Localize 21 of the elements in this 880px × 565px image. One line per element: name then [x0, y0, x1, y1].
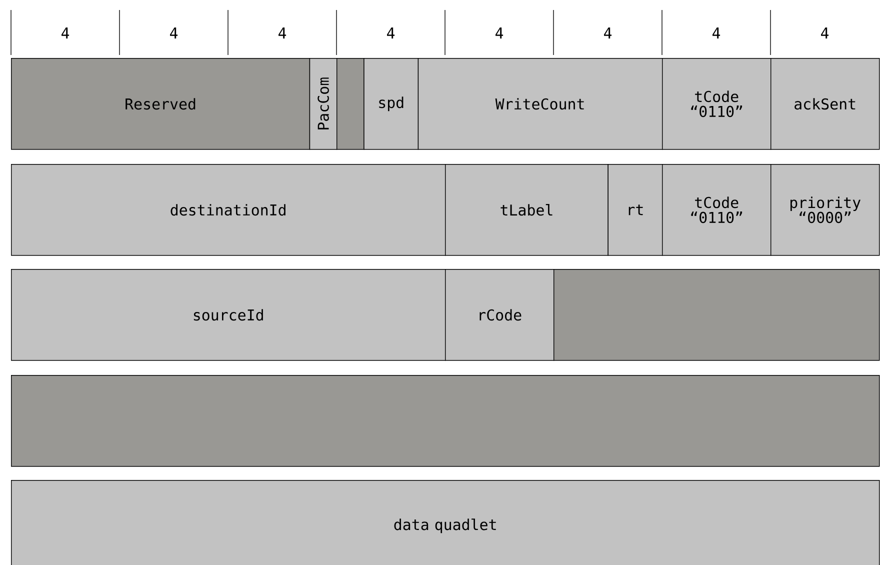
- field-box: PacCom: [309, 58, 338, 150]
- bit-count: 4: [62, 28, 70, 38]
- bit-count: 4: [604, 28, 612, 38]
- bit-count: 4: [712, 28, 720, 38]
- field-box: rt: [608, 164, 663, 256]
- bit-count: 4: [496, 28, 504, 38]
- bit-count: 4: [278, 28, 286, 38]
- field-box: ackSent: [770, 58, 880, 150]
- field-box: tCode “0110”: [662, 164, 772, 256]
- field-box: spd: [364, 58, 419, 150]
- field-box: Reserved: [11, 58, 310, 150]
- reserved-field: [11, 375, 880, 467]
- field-box: data quadlet: [11, 480, 880, 565]
- field-box: priority “0000”: [770, 164, 880, 256]
- bit-count: 4: [821, 28, 829, 38]
- field-box: tCode “0110”: [662, 58, 772, 150]
- bit-count: 4: [170, 28, 178, 38]
- field-box: rCode: [445, 269, 554, 361]
- bit-count: 4: [387, 28, 395, 38]
- reserved-field: [554, 269, 880, 361]
- reserved-field: [336, 58, 364, 150]
